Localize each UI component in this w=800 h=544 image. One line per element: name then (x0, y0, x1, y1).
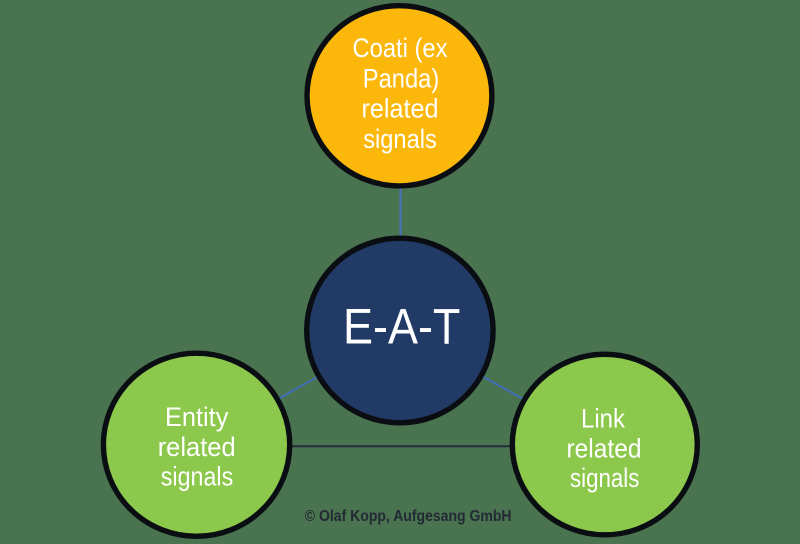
svg-text:© Olaf Kopp, Aufgesang GmbH: © Olaf Kopp, Aufgesang GmbH (305, 508, 512, 525)
svg-text:related: related (567, 433, 642, 463)
svg-text:Link: Link (581, 404, 625, 434)
svg-text:signals: signals (161, 462, 233, 492)
svg-text:signals: signals (570, 463, 639, 493)
svg-text:E-A-T: E-A-T (343, 298, 460, 354)
svg-text:Coati (ex: Coati (ex (353, 33, 448, 63)
svg-text:Panda): Panda) (363, 63, 440, 93)
svg-text:related: related (158, 432, 236, 462)
svg-text:related: related (362, 94, 439, 124)
svg-text:signals: signals (363, 124, 437, 154)
svg-text:Entity: Entity (165, 402, 229, 432)
